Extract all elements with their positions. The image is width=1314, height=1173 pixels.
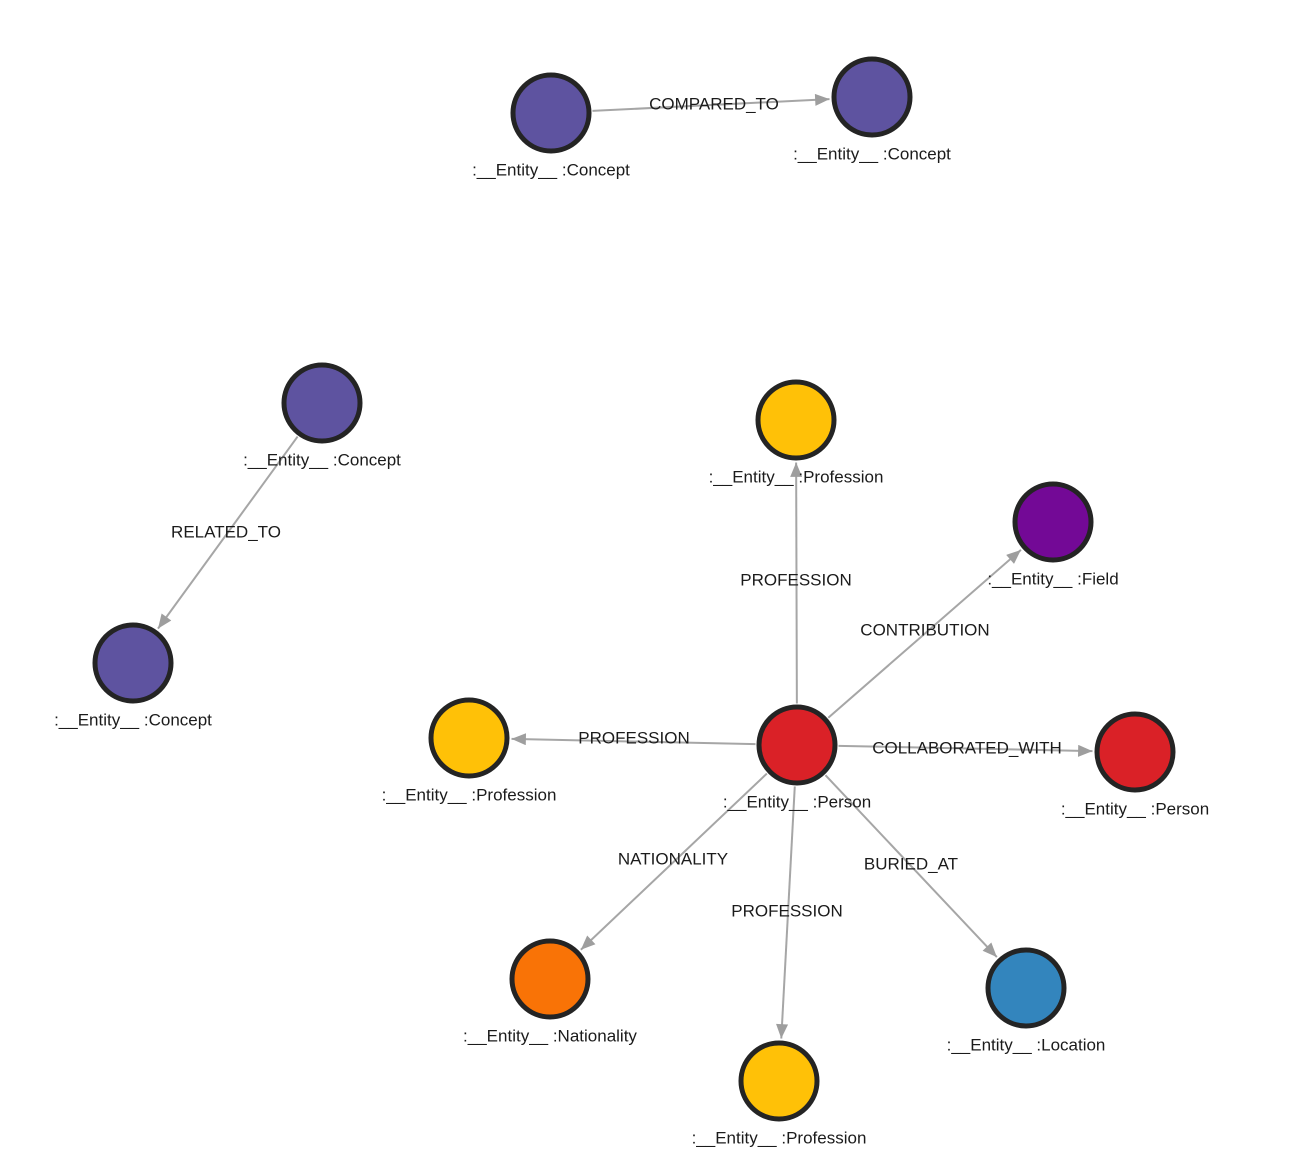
node-person-right[interactable] (1094, 711, 1176, 793)
relationship-type-label[interactable]: BURIED_AT (864, 855, 958, 874)
relationship-type-label[interactable]: PROFESSION (740, 571, 851, 590)
node-nationality-1[interactable] (509, 938, 591, 1020)
relationship-type-label[interactable]: PROFESSION (578, 729, 689, 748)
node-concept-4[interactable] (92, 622, 174, 704)
relationship-labels-layer: COMPARED_TO RELATED_TO PROFESSION CONTRIBUT… (171, 95, 1062, 921)
node-concept-2[interactable] (831, 56, 913, 138)
relationship-type-label[interactable]: RELATED_TO (171, 523, 281, 542)
node-caption: :__Entity__ :Nationality (463, 1027, 637, 1046)
relationship-compared-to[interactable] (592, 93, 830, 112)
node-caption: :__Entity__ :Concept (243, 451, 401, 470)
node-location-1[interactable] (985, 947, 1067, 1029)
relationship-contribution[interactable] (827, 549, 1022, 719)
relationship-profession[interactable] (776, 786, 796, 1039)
relationship-type-label[interactable]: NATIONALITY (618, 850, 728, 869)
node-caption: :__Entity__ :Concept (793, 145, 951, 164)
node-caption: :__Entity__ :Person (723, 793, 871, 812)
relationships-layer (157, 93, 1093, 1039)
node-profession-left[interactable] (428, 697, 510, 779)
node-profession-top[interactable] (755, 379, 837, 461)
node-field-1[interactable] (1012, 481, 1094, 563)
node-caption: :__Entity__ :Field (987, 570, 1118, 589)
node-concept-1[interactable] (510, 72, 592, 154)
node-caption: :__Entity__ :Profession (709, 468, 884, 487)
relationship-nationality[interactable] (580, 772, 768, 951)
relationship-type-label[interactable]: COMPARED_TO (649, 95, 779, 114)
node-concept-3[interactable] (281, 362, 363, 444)
node-caption: :__Entity__ :Person (1061, 800, 1209, 819)
relationship-type-label[interactable]: PROFESSION (731, 902, 842, 921)
relationship-profession[interactable] (511, 733, 756, 746)
node-person-center[interactable] (756, 704, 838, 786)
relationship-type-label[interactable]: COLLABORATED_WITH (872, 739, 1062, 758)
relationship-buried-at[interactable] (824, 774, 998, 958)
relationship-type-label[interactable]: CONTRIBUTION (860, 621, 989, 640)
node-caption: :__Entity__ :Location (947, 1036, 1106, 1055)
nodes-layer (92, 56, 1176, 1122)
node-caption: :__Entity__ :Profession (382, 786, 557, 805)
relationship-collaborated-with[interactable] (838, 744, 1093, 757)
relationship-profession[interactable] (790, 462, 803, 704)
node-caption: :__Entity__ :Profession (692, 1129, 867, 1148)
node-caption: :__Entity__ :Concept (472, 161, 630, 180)
node-captions-layer: :__Entity__ :Concept :__Entity__ :Concept… (54, 145, 1209, 1148)
relationship-related-to[interactable] (157, 435, 299, 630)
node-profession-bottom[interactable] (738, 1040, 820, 1122)
node-caption: :__Entity__ :Concept (54, 711, 212, 730)
